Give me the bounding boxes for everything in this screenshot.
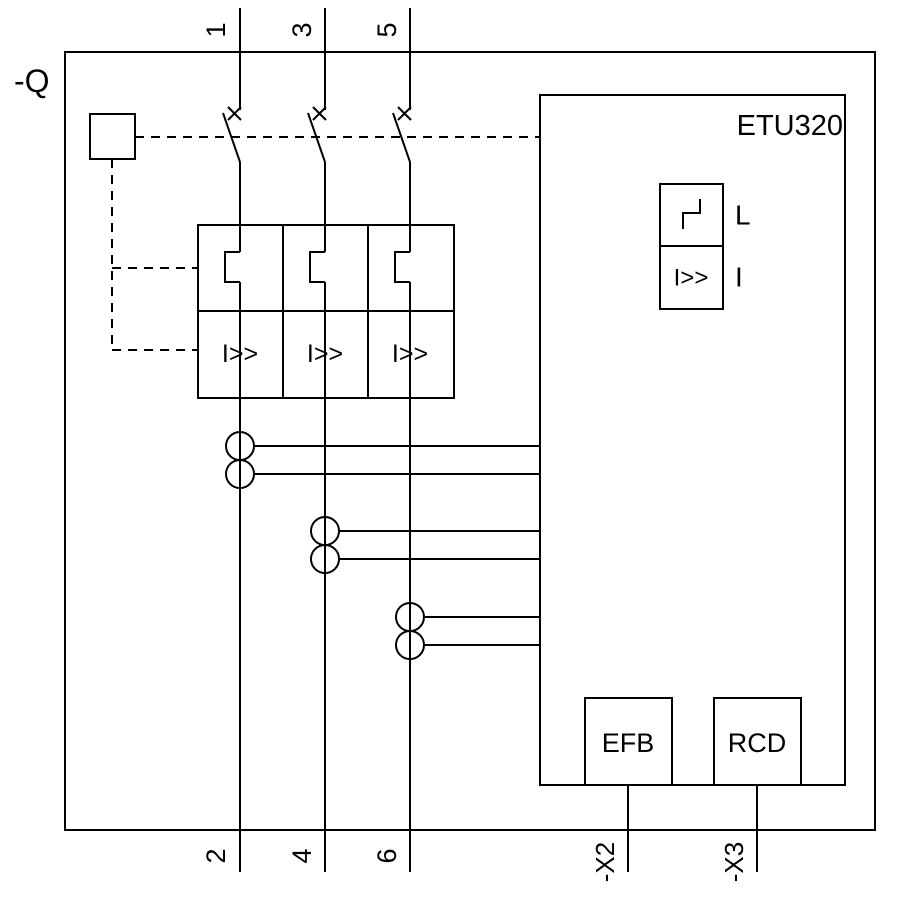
legend-instantaneous-symbol: I>> [674, 265, 709, 292]
current-transformer-1 [225, 431, 540, 489]
long-time-trip-symbol-icon [394, 251, 410, 283]
mechanism-icon [89, 113, 136, 160]
device-designation: -Q [14, 63, 50, 99]
current-transformer-2 [310, 516, 540, 574]
current-transformer-3 [395, 602, 540, 660]
breaker-contact-icon [392, 106, 412, 163]
efb-label: EFB [602, 728, 655, 758]
long-time-trip-symbol-icon [224, 251, 240, 283]
long-time-trip-symbol-icon [309, 251, 325, 283]
etu-outline [539, 94, 846, 786]
etu-name: ETU320 [737, 110, 843, 142]
breaker-contact-icon [222, 106, 242, 163]
legend-long-time-box [659, 183, 724, 247]
terminal-label-x2: -X2 [590, 842, 620, 882]
terminal-label-top-3: 3 [287, 22, 317, 37]
instantaneous-trip-label: I>> [307, 340, 343, 368]
pole-2 [307, 8, 327, 872]
operating-mechanism [89, 113, 540, 351]
trip-unit-block: I>> I>> I>> [197, 224, 455, 399]
pole-1 [222, 8, 242, 872]
terminal-label-bottom-2: 2 [201, 848, 231, 863]
legend-instantaneous-label: I [735, 262, 743, 293]
breaker-contact-icon [307, 106, 327, 163]
legend-long-time-label: L [735, 200, 751, 231]
instantaneous-trip-label: I>> [222, 340, 258, 368]
terminal-label-bottom-4: 4 [287, 848, 317, 863]
terminal-label-x3: -X3 [719, 842, 749, 882]
etu-module: ETU320 I>> L I EFB RCD [539, 94, 846, 872]
terminal-label-top-1: 1 [201, 22, 231, 37]
terminal-label-top-5: 5 [372, 22, 402, 37]
rcd-label: RCD [728, 728, 787, 758]
terminal-label-bottom-6: 6 [372, 848, 402, 863]
legend-instantaneous-box [659, 245, 724, 310]
pole-3 [392, 8, 412, 872]
instantaneous-trip-label: I>> [392, 340, 428, 368]
breaker-enclosure-outline [64, 51, 876, 831]
long-time-legend-symbol-icon [682, 199, 701, 229]
